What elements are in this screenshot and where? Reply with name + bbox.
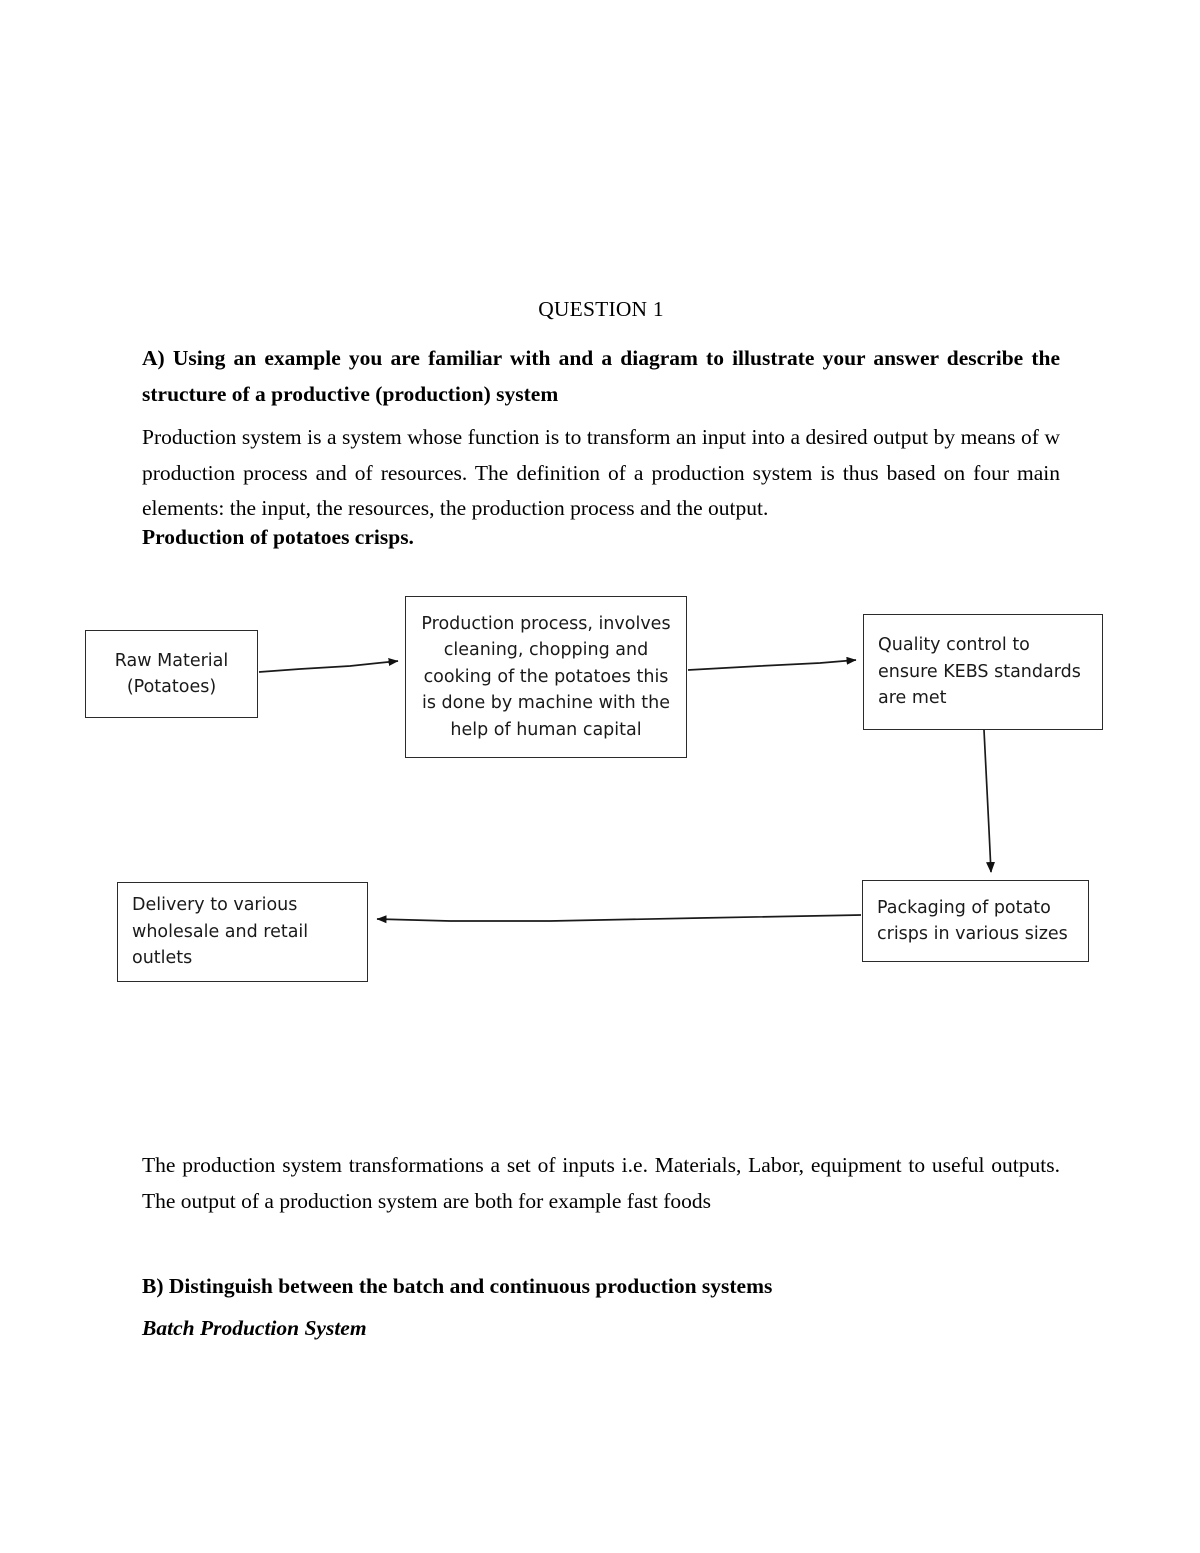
- edge-process-to-quality: [687, 656, 857, 671]
- quality-line-3: are met: [878, 688, 947, 709]
- question-a-text: A) Using an example you are familiar wit…: [142, 346, 1060, 406]
- process-line-1: Production process, involves: [421, 613, 671, 634]
- process-line-4: is done by machine with the: [422, 693, 670, 714]
- subheading-potato-crisps: Production of potatoes crisps.: [142, 525, 414, 549]
- diagram-node-packaging: Packaging of potato crisps in various si…: [862, 880, 1089, 962]
- question-b-text: B) Distinguish between the batch and con…: [142, 1274, 773, 1298]
- diagram-node-delivery: Delivery to various wholesale and retail…: [117, 882, 368, 982]
- quality-line-1: Quality control to: [878, 635, 1030, 656]
- packaging-line-1: Packaging of potato: [877, 897, 1051, 918]
- batch-production-system-heading: Batch Production System: [142, 1316, 367, 1340]
- diagram-node-production-process: Production process, involves cleaning, c…: [405, 596, 687, 758]
- diagram-node-raw-material: Raw Material (Potatoes): [85, 630, 258, 718]
- delivery-line-2: wholesale and retail: [132, 921, 309, 942]
- edge-quality-to-packaging: [983, 729, 996, 873]
- paragraph-transformations: The production system transformations a …: [142, 1153, 1060, 1213]
- delivery-line-1: Delivery to various: [132, 895, 298, 916]
- raw-material-line-2: (Potatoes): [126, 677, 217, 697]
- raw-material-line-1: Raw Material: [114, 650, 229, 671]
- delivery-line-3: outlets: [132, 948, 193, 969]
- packaging-line-2: crisps in various sizes: [877, 924, 1068, 944]
- process-line-2: cleaning, chopping and: [443, 640, 649, 661]
- edge-packaging-to-delivery: [376, 914, 862, 924]
- page-title: QUESTION 1: [538, 297, 664, 321]
- diagram-node-quality-control: Quality control to ensure KEBS standards…: [863, 614, 1103, 730]
- process-line-5: help of human capital: [450, 719, 642, 740]
- quality-line-2: ensure KEBS standards: [878, 661, 1081, 682]
- paragraph-production-system: Production system is a system whose func…: [142, 425, 1060, 520]
- edge-raw-to-process: [258, 658, 399, 673]
- process-line-3: cooking of the potatoes this: [423, 666, 669, 687]
